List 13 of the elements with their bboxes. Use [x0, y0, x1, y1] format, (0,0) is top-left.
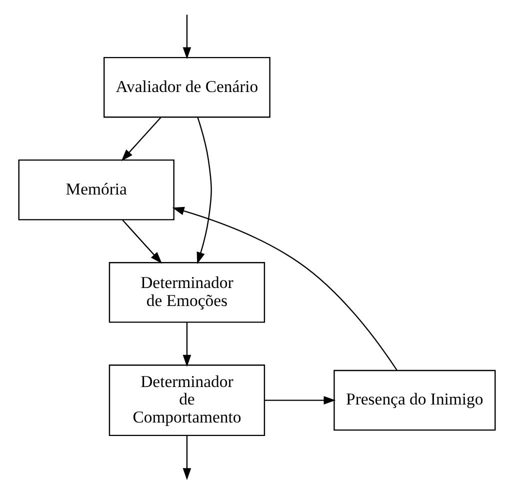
arrow: [264, 396, 336, 404]
node-box: Determinador de Emoções: [108, 262, 266, 322]
arrow: [172, 206, 398, 370]
arrow: [182, 322, 192, 366]
arrow: [196, 116, 212, 264]
arrow: [121, 116, 162, 161]
arrow: [122, 219, 162, 264]
arrow: [182, 435, 192, 480]
arrow: [182, 14, 192, 59]
node-box: Determinador de Comportamento: [108, 364, 266, 436]
node-box: Memória: [18, 158, 174, 220]
node-box: Presença do Inimigo: [334, 369, 496, 430]
node-box: Avaliador de Cenário: [104, 56, 270, 118]
